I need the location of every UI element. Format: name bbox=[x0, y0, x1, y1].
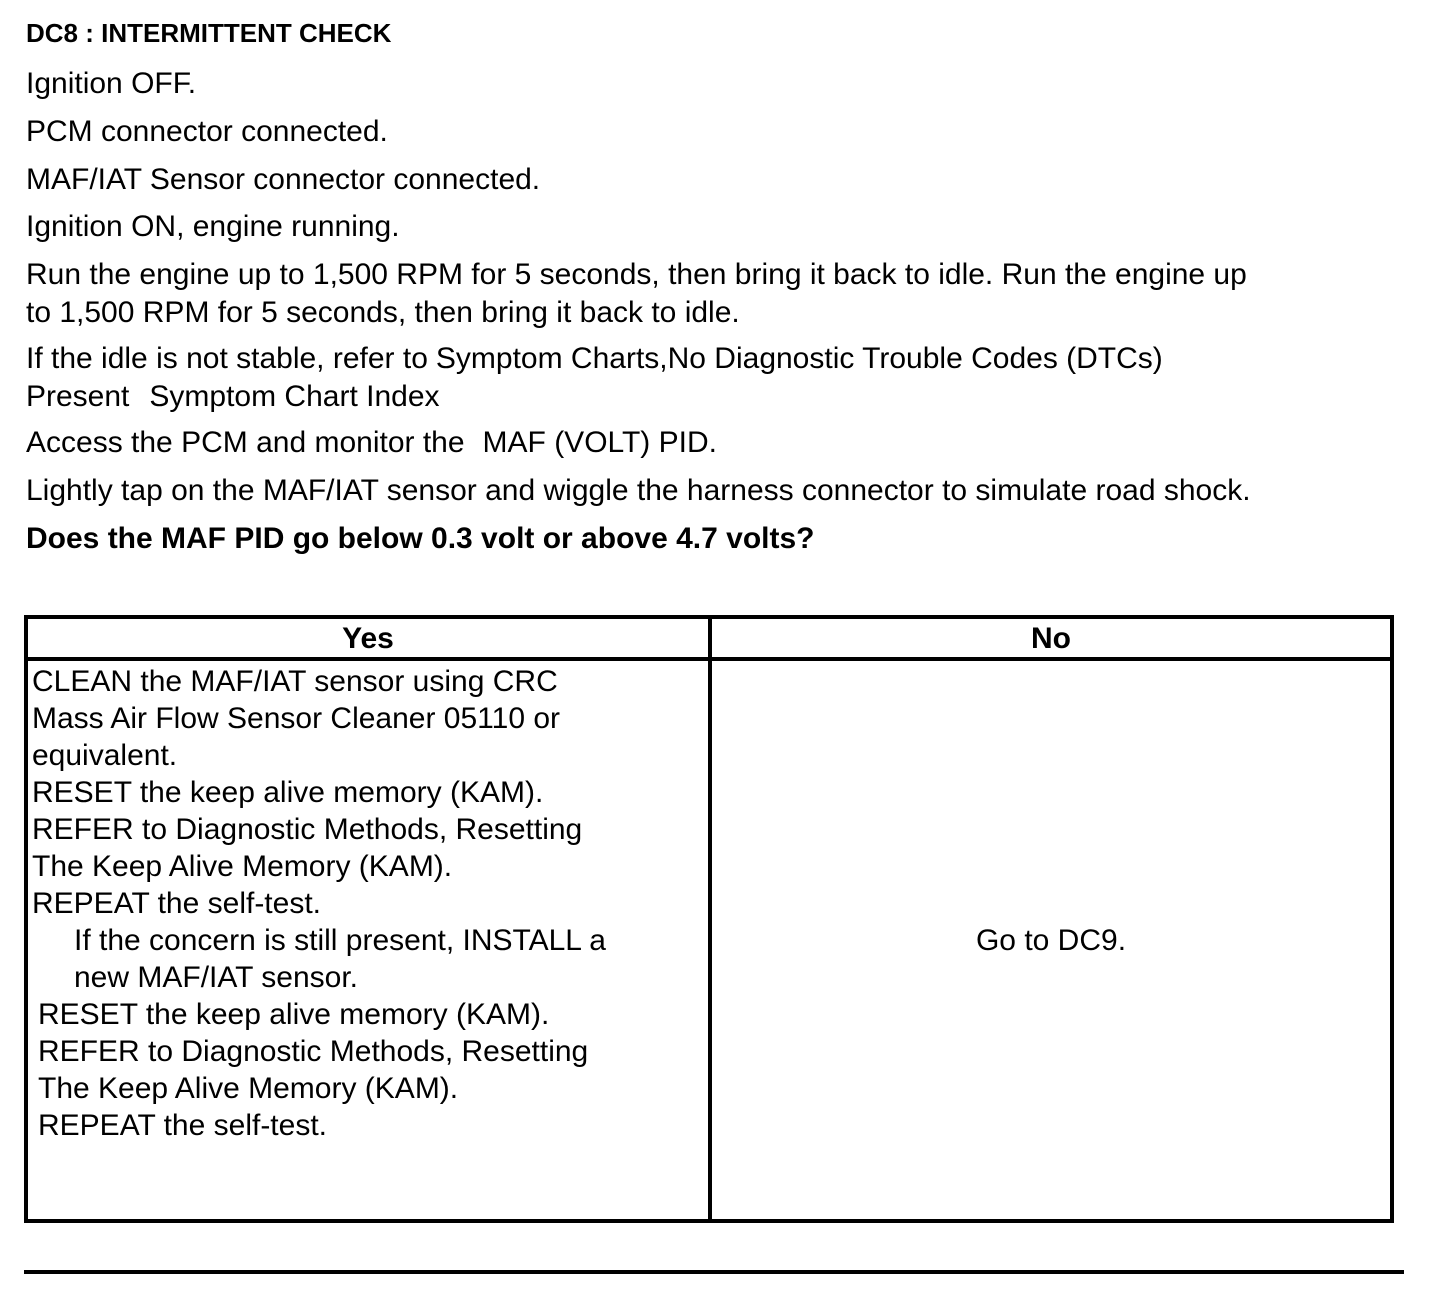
yes-line: Mass Air Flow Sensor Cleaner 05110 or bbox=[32, 702, 561, 735]
step-ignition-off: Ignition OFF. bbox=[26, 67, 197, 100]
step-pcm-connector: PCM connector connected. bbox=[26, 115, 388, 148]
step-run-engine-line2: to 1,500 RPM for 5 seconds, then bring i… bbox=[26, 296, 740, 329]
yes-line-indented: If the concern is still present, INSTALL… bbox=[74, 924, 606, 957]
test-question: Does the MAF PID go below 0.3 volt or ab… bbox=[26, 522, 815, 555]
decision-table: Yes No CLEAN the MAF/IAT sensor using CR… bbox=[24, 615, 1394, 1223]
table-column-divider bbox=[708, 619, 712, 1219]
yes-cell: CLEAN the MAF/IAT sensor using CRC Mass … bbox=[32, 663, 702, 1144]
yes-line: REPEAT the self-test. bbox=[38, 1109, 327, 1142]
yes-line: The Keep Alive Memory (KAM). bbox=[32, 850, 453, 883]
maf-volt-pid: MAF (VOLT) PID. bbox=[482, 426, 717, 459]
yes-line: The Keep Alive Memory (KAM). bbox=[38, 1072, 459, 1105]
page-title: DC8 : INTERMITTENT CHECK bbox=[26, 18, 392, 48]
no-header: No bbox=[1031, 622, 1071, 655]
table-header-divider bbox=[28, 657, 1390, 661]
yes-line: REFER to Diagnostic Methods, Resetting bbox=[32, 813, 583, 846]
yes-line-indented: new MAF/IAT sensor. bbox=[74, 961, 358, 994]
no-cell: Go to DC9. bbox=[712, 922, 1390, 960]
go-to-dc9-link[interactable]: Go to DC9. bbox=[975, 924, 1127, 957]
step-run-engine: Run the engine up to 1,500 RPM for 5 sec… bbox=[26, 256, 1247, 332]
idle-check-text: If the idle is not stable, refer to bbox=[26, 342, 428, 375]
symptom-charts-link-continued[interactable]: Present bbox=[26, 380, 130, 413]
yes-line: RESET the keep alive memory (KAM). bbox=[38, 998, 550, 1031]
access-pcm-text: Access the PCM and monitor the bbox=[26, 426, 465, 459]
footer-rule bbox=[24, 1270, 1404, 1274]
yes-line: REFER to Diagnostic Methods, Resetting bbox=[38, 1035, 589, 1068]
step-ignition-on: Ignition ON, engine running. bbox=[26, 210, 400, 243]
step-access-pcm: Access the PCM and monitor the MAF (VOLT)… bbox=[26, 424, 717, 462]
yes-line: CLEAN the MAF/IAT sensor using CRC bbox=[32, 665, 558, 698]
symptom-chart-index-link[interactable]: Symptom Chart Index bbox=[149, 380, 440, 413]
step-maf-connector: MAF/IAT Sensor connector connected. bbox=[26, 163, 541, 196]
step-tap-sensor: Lightly tap on the MAF/IAT sensor and wi… bbox=[26, 474, 1251, 507]
yes-line: equivalent. bbox=[32, 739, 178, 772]
step-run-engine-line1: Run the engine up to 1,500 RPM for 5 sec… bbox=[26, 258, 1247, 291]
yes-line: REPEAT the self-test. bbox=[32, 887, 321, 920]
yes-header: Yes bbox=[342, 622, 394, 655]
symptom-charts-link[interactable]: Symptom Charts,No Diagnostic Trouble Cod… bbox=[435, 342, 1163, 375]
yes-line: RESET the keep alive memory (KAM). bbox=[32, 776, 544, 809]
